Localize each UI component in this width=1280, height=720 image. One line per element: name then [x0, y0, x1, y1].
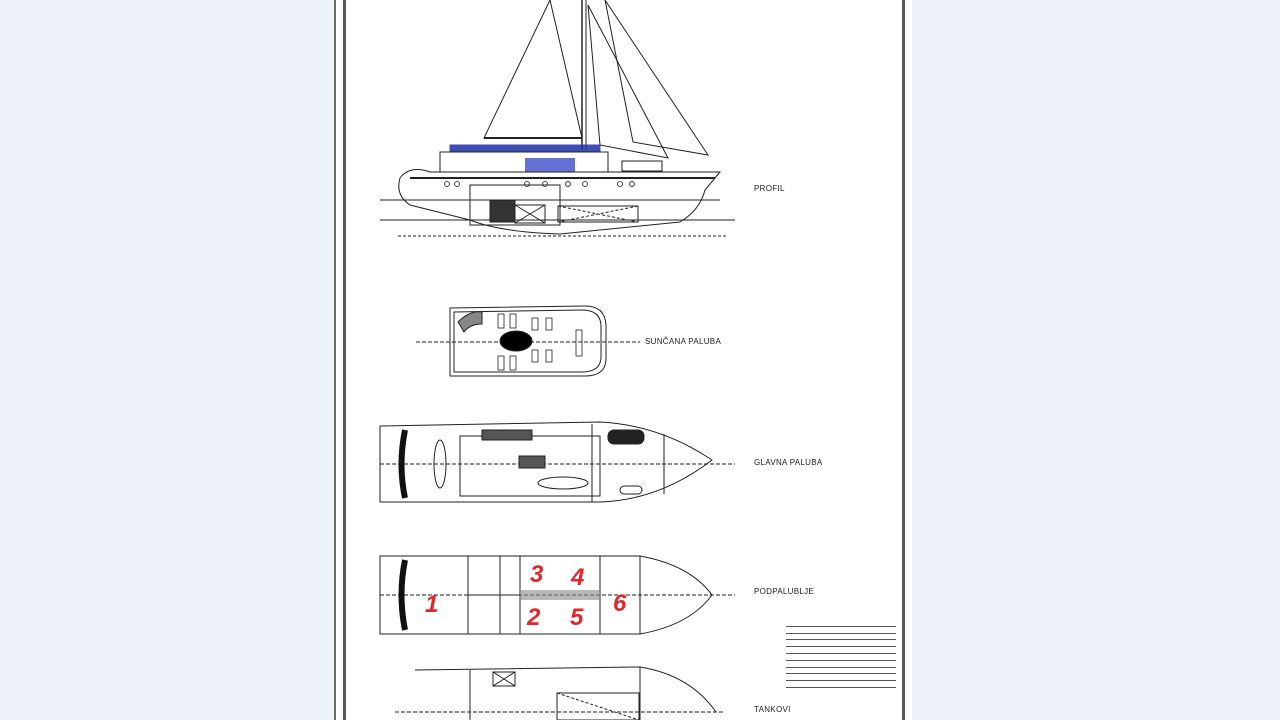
spec-row [786, 647, 896, 654]
spec-row [786, 640, 896, 648]
spec-row [786, 661, 896, 668]
label-lower-deck: PODPALUBLJE [754, 587, 815, 596]
label-main-deck: GLAVNA PALUBA [754, 458, 823, 467]
spec-row [786, 674, 896, 682]
specification-table [786, 620, 896, 688]
spec-row [786, 654, 896, 661]
spec-row [786, 620, 896, 627]
cabin-number-annotations: 1 2 3 4 5 6 [425, 561, 627, 631]
sun-deck-view [416, 305, 640, 377]
svg-text:1: 1 [425, 591, 438, 618]
spec-row [786, 681, 896, 688]
svg-text:3: 3 [530, 561, 544, 588]
label-profile: PROFIL [754, 184, 785, 193]
svg-text:4: 4 [570, 564, 584, 591]
svg-text:5: 5 [570, 604, 584, 631]
main-deck-view [379, 421, 735, 503]
drawing-sheet [334, 0, 912, 720]
sheet-border-left-outer [334, 0, 336, 720]
sheet-border-left [343, 0, 346, 720]
sheet-border-right [902, 0, 905, 720]
profile-view [380, 0, 735, 237]
svg-text:6: 6 [613, 590, 627, 617]
lower-deck-view [379, 555, 735, 635]
svg-text:2: 2 [526, 604, 541, 631]
tanks-view [395, 666, 725, 720]
spec-row [786, 668, 896, 675]
spec-row [786, 634, 896, 641]
label-sun-deck: SUNČANA PALUBA [645, 337, 722, 346]
spec-row [786, 627, 896, 634]
label-tanks: TANKOVI [754, 705, 791, 714]
